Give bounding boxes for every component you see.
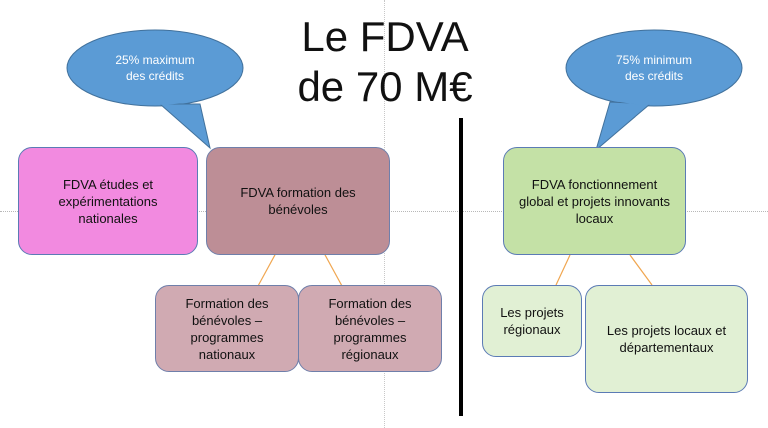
- box-projets-regionaux: Les projets régionaux: [482, 285, 582, 357]
- box-fdva-fonctionnement-label: FDVA fonctionnement global et projets in…: [518, 176, 671, 226]
- vertical-divider: [459, 118, 463, 416]
- callout-left-text: 25% maximum des crédits: [90, 52, 220, 84]
- page-title: Le FDVA de 70 M€: [280, 12, 490, 112]
- callout-left-line2: des crédits: [125, 69, 185, 83]
- connector-fonctionnement-locaux: [629, 254, 653, 286]
- box-fdva-etudes-label: FDVA études et expérimentations national…: [58, 176, 158, 226]
- box-fdva-etudes: FDVA études et expérimentations national…: [18, 147, 198, 255]
- box-fdva-fonctionnement: FDVA fonctionnement global et projets in…: [503, 147, 686, 255]
- box-fdva-formation-label: FDVA formation des bénévoles: [240, 185, 356, 217]
- box-programmes-nationaux-label: Formation des bénévoles – programmes nat…: [185, 295, 269, 362]
- box-projets-regionaux-label: Les projets régionaux: [500, 305, 564, 337]
- callout-right-bubble: [565, 29, 743, 152]
- box-programmes-nationaux: Formation des bénévoles – programmes nat…: [155, 285, 299, 372]
- connector-formation-nationaux: [257, 252, 277, 287]
- callout-right-text: 75% minimum des crédits: [589, 52, 719, 84]
- connector-formation-regionaux: [323, 252, 343, 287]
- box-fdva-formation: FDVA formation des bénévoles: [206, 147, 390, 255]
- box-projets-locaux-label: Les projets locaux et départementaux: [606, 323, 727, 355]
- box-projets-locaux: Les projets locaux et départementaux: [585, 285, 748, 393]
- callout-right-line1: 75% minimum: [615, 53, 693, 67]
- title-line1: Le FDVA: [301, 13, 469, 60]
- box-programmes-regionaux: Formation des bénévoles – programmes rég…: [298, 285, 442, 372]
- connector-fonctionnement-regionaux: [555, 254, 571, 286]
- box-programmes-regionaux-label: Formation des bénévoles – programmes rég…: [328, 295, 412, 362]
- callout-right-line2: des crédits: [624, 69, 684, 83]
- callout-left-bubble: [66, 29, 244, 150]
- callout-left-line1: 25% maximum: [115, 53, 195, 67]
- title-line2: de 70 M€: [297, 63, 473, 110]
